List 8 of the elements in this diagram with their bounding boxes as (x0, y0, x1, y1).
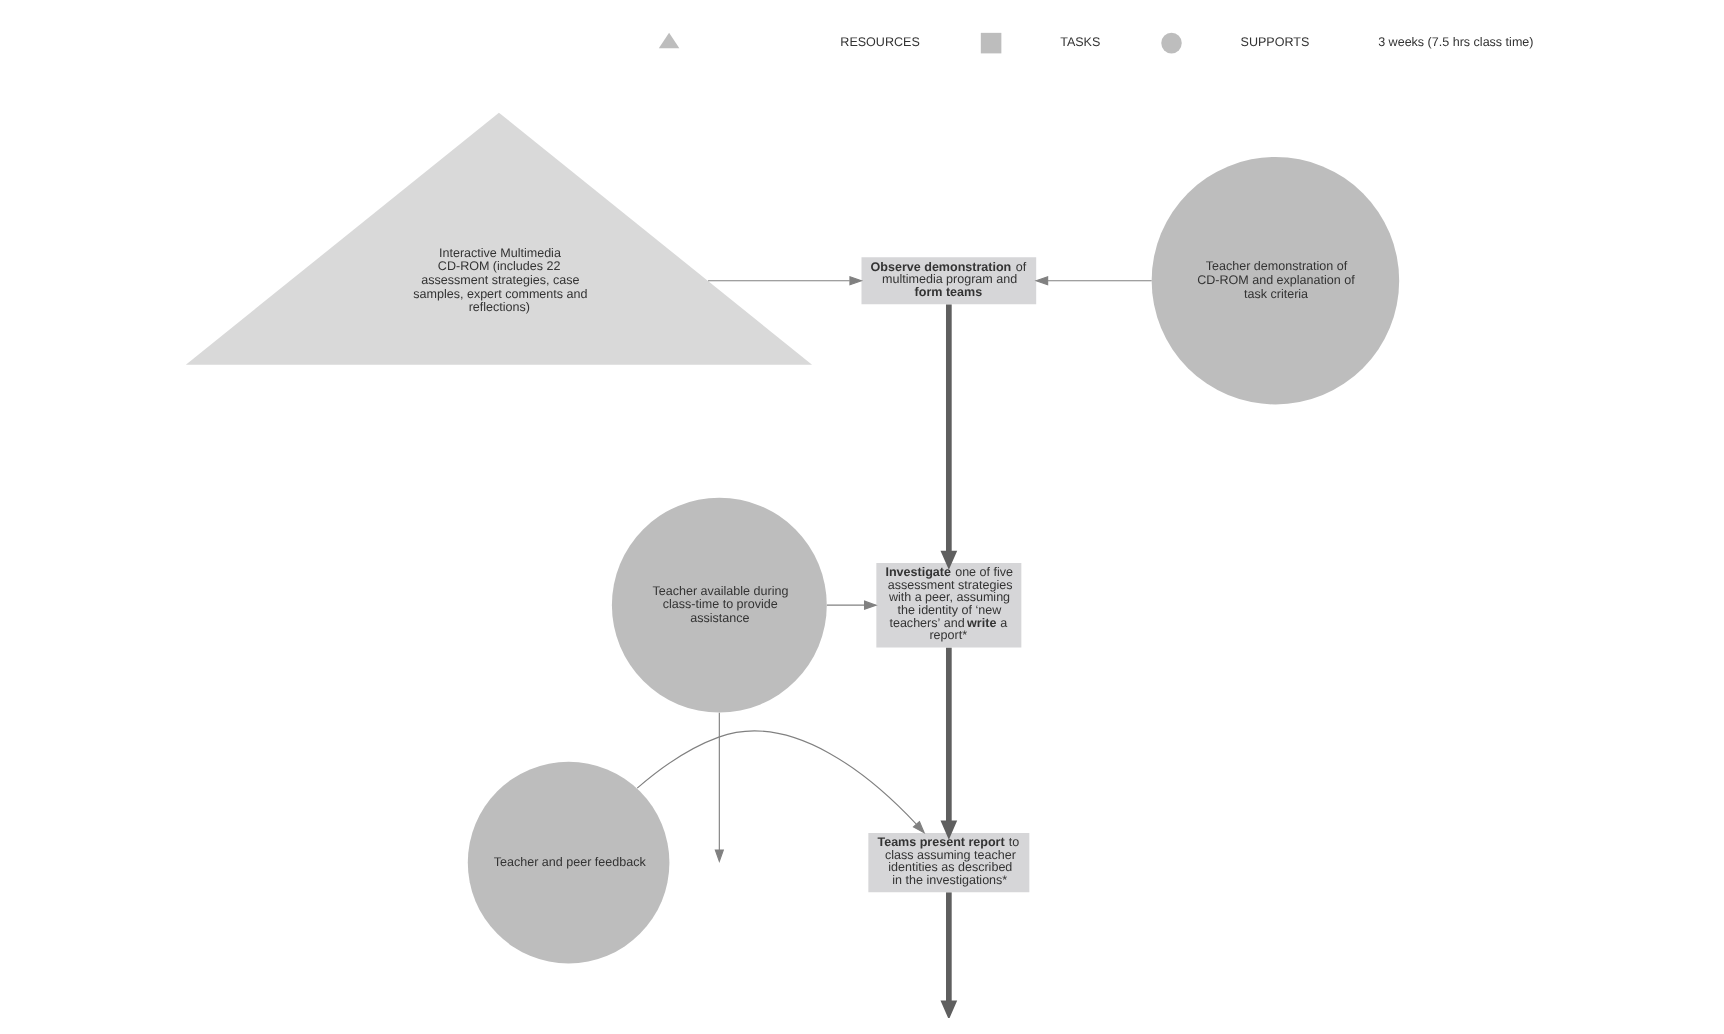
arrow (635, 729, 925, 833)
arrow (939, 646, 957, 839)
arrow (825, 599, 877, 609)
arrow (1033, 274, 1152, 285)
arrow (939, 891, 957, 1017)
arrow (713, 711, 724, 863)
arrow (939, 303, 957, 569)
arrow (706, 274, 863, 285)
